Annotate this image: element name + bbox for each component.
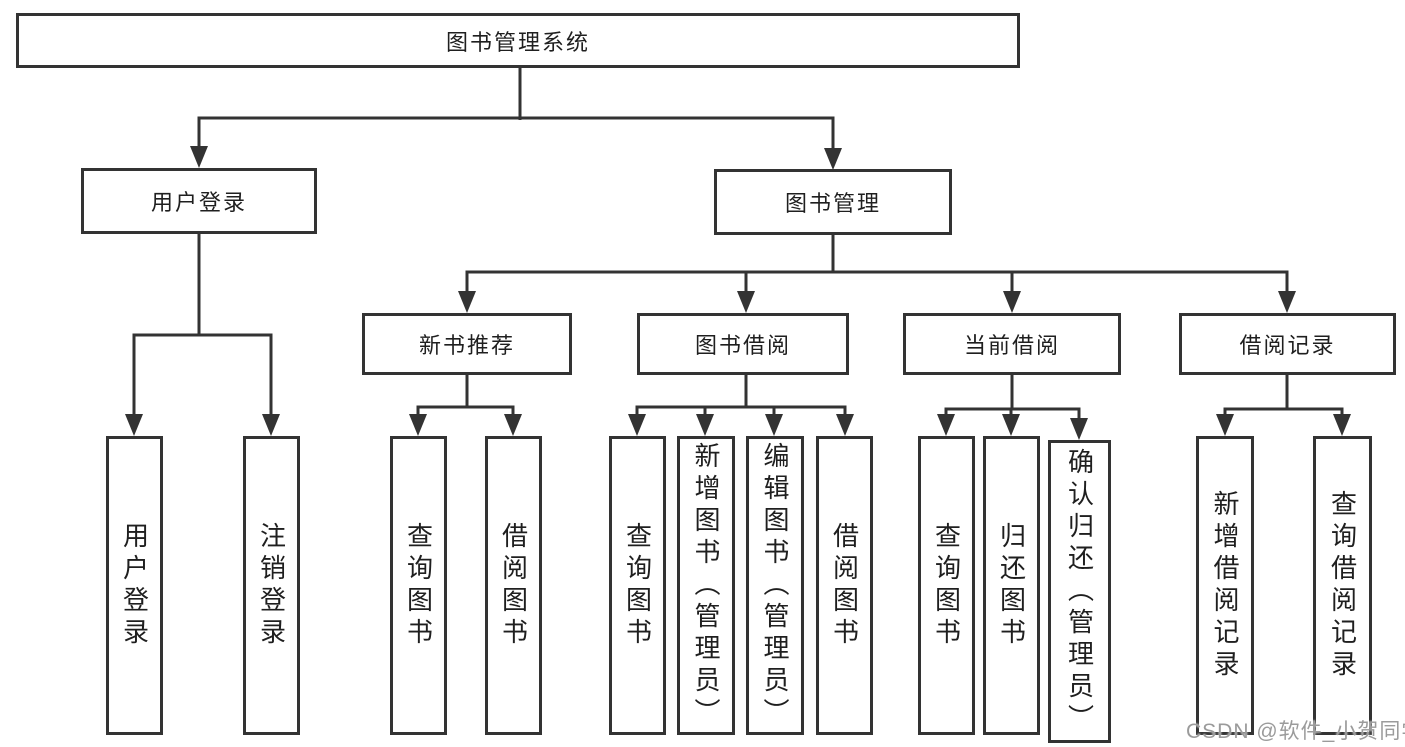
arrowhead <box>190 146 208 168</box>
connector-book-management-sections <box>458 233 1296 313</box>
leaf-borrow-books-recommend-label: 借阅图书 <box>498 521 529 650</box>
node-root-label: 图书管理系统 <box>445 29 590 55</box>
arrowhead <box>836 414 854 436</box>
leaf-user-login: 用户登录 <box>106 436 163 735</box>
connector-borrow-records-children <box>1216 373 1351 436</box>
arrowhead <box>1216 414 1234 436</box>
node-new-book-recommend: 新书推荐 <box>362 313 572 375</box>
leaf-query-books-recommend: 查询图书 <box>390 436 447 735</box>
node-current-borrow: 当前借阅 <box>903 313 1121 375</box>
arrowhead <box>824 148 842 170</box>
arrowhead <box>1333 414 1351 436</box>
leaf-query-books-current: 查询图书 <box>918 436 975 735</box>
leaf-query-books-recommend-label: 查询图书 <box>403 521 434 650</box>
leaf-confirm-return-admin-label: 确认归还（管理员） <box>1064 447 1095 736</box>
leaf-logout-login-label: 注销登录 <box>256 521 287 650</box>
node-book-management: 图书管理 <box>714 169 952 235</box>
leaf-edit-book-admin-label: 编辑图书（管理员） <box>760 441 790 730</box>
arrowhead <box>1003 291 1021 313</box>
leaf-borrow-books-recommend: 借阅图书 <box>485 436 542 735</box>
leaf-borrow-books: 借阅图书 <box>816 436 873 735</box>
node-book-management-label: 图书管理 <box>784 191 881 216</box>
leaf-add-book-admin-label: 新增图书（管理员） <box>691 441 721 730</box>
connector-new-book-recommend-children <box>409 373 522 436</box>
arrowhead <box>696 414 714 436</box>
node-book-borrow: 图书借阅 <box>637 313 849 375</box>
leaf-edit-book-admin: 编辑图书（管理员） <box>746 436 804 735</box>
node-user-login: 用户登录 <box>81 168 317 234</box>
leaf-query-borrow-record-label: 查询借阅记录 <box>1327 489 1358 682</box>
arrowhead <box>504 414 522 436</box>
leaf-query-books-borrow: 查询图书 <box>609 436 666 735</box>
connector-root-to-level2 <box>190 66 842 170</box>
arrowhead <box>1070 418 1088 440</box>
leaf-return-book-label: 归还图书 <box>996 521 1027 650</box>
arrowhead <box>458 291 476 313</box>
connector-book-borrow-children <box>628 373 854 436</box>
arrowhead <box>1002 414 1020 436</box>
arrowhead <box>409 414 427 436</box>
node-current-borrow-label: 当前借阅 <box>963 333 1060 358</box>
arrowhead <box>125 414 143 436</box>
arrowhead <box>1278 291 1296 313</box>
leaf-user-login-label: 用户登录 <box>119 521 150 650</box>
arrowhead <box>628 414 646 436</box>
leaf-query-books-borrow-label: 查询图书 <box>622 521 653 650</box>
leaf-logout-login: 注销登录 <box>243 436 300 735</box>
node-root: 图书管理系统 <box>16 13 1020 68</box>
node-borrow-records-label: 借阅记录 <box>1239 333 1336 358</box>
leaf-query-borrow-record: 查询借阅记录 <box>1313 436 1372 735</box>
watermark: CSDN @软件_小贺同学 <box>1186 720 1405 743</box>
connector-user-login-children <box>125 232 280 436</box>
connector-current-borrow-children <box>937 373 1088 440</box>
leaf-add-book-admin: 新增图书（管理员） <box>677 436 735 735</box>
node-user-login-label: 用户登录 <box>150 190 247 215</box>
leaf-add-borrow-record: 新增借阅记录 <box>1196 436 1254 735</box>
leaf-return-book: 归还图书 <box>983 436 1040 735</box>
node-new-book-recommend-label: 新书推荐 <box>418 333 515 358</box>
arrowhead <box>262 414 280 436</box>
node-borrow-records: 借阅记录 <box>1179 313 1396 375</box>
node-book-borrow-label: 图书借阅 <box>694 333 791 358</box>
leaf-add-borrow-record-label: 新增借阅记录 <box>1210 489 1240 682</box>
arrowhead <box>937 414 955 436</box>
leaf-query-books-current-label: 查询图书 <box>931 521 962 650</box>
arrowhead <box>737 291 755 313</box>
leaf-borrow-books-label: 借阅图书 <box>829 521 860 650</box>
leaf-confirm-return-admin: 确认归还（管理员） <box>1048 440 1111 743</box>
arrowhead <box>765 414 783 436</box>
